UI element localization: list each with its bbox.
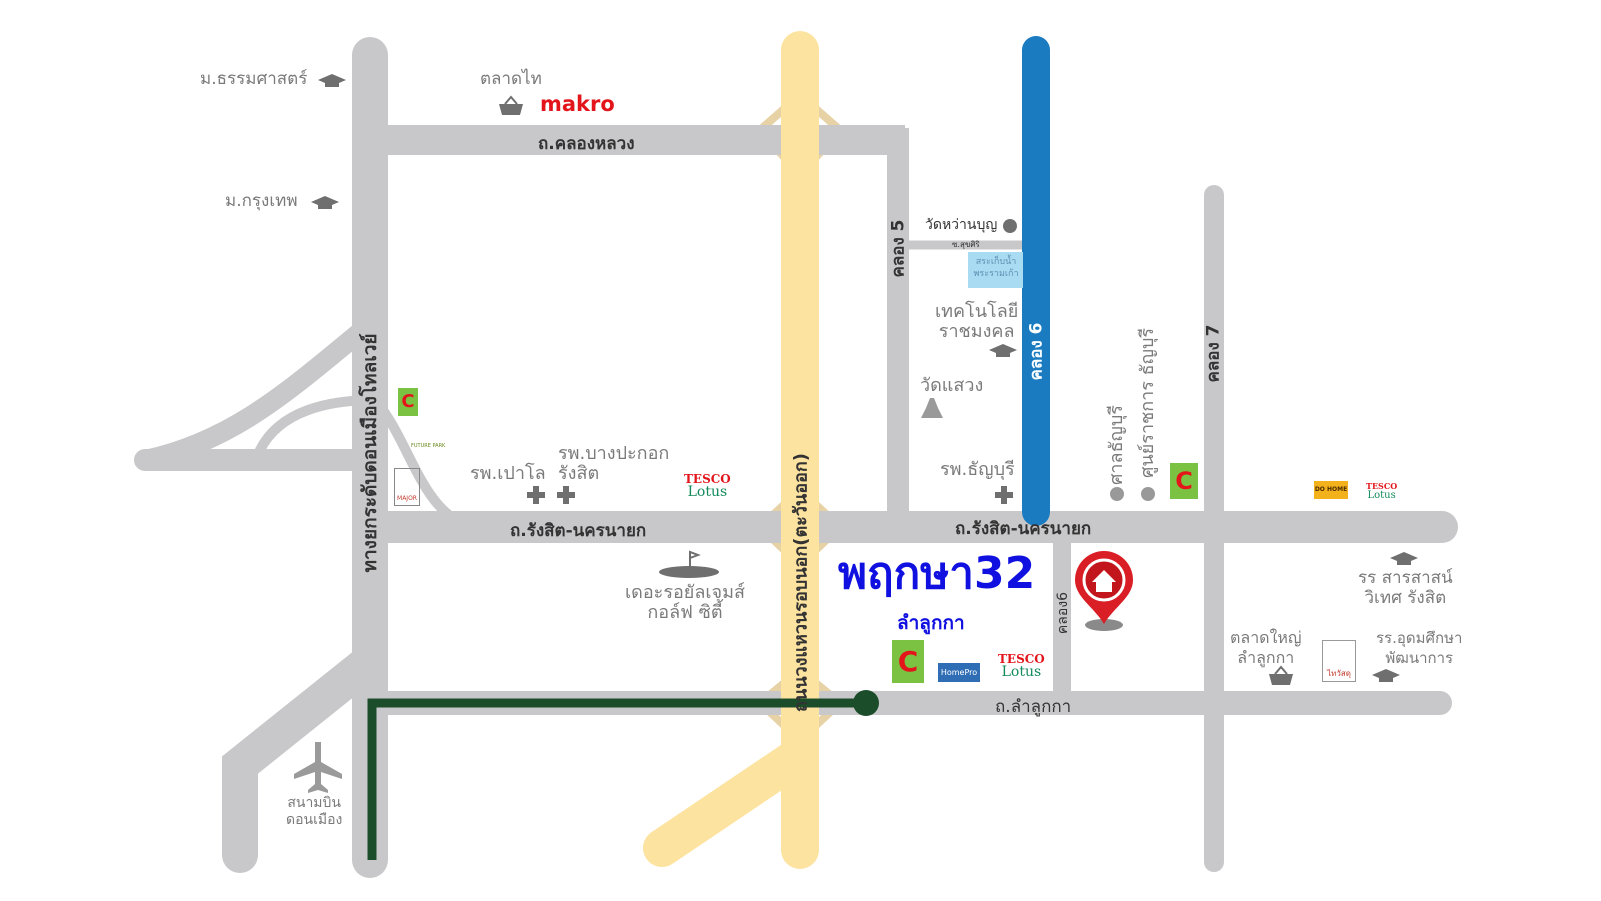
graduation-cap-icon bbox=[318, 74, 346, 87]
place-don-mueang-airport: สนามบิน ดอนเมือง bbox=[286, 795, 342, 829]
place-udom-line2: พัฒนาการ bbox=[1385, 649, 1454, 667]
future-park-logo: FUTURE PARK bbox=[411, 443, 446, 449]
graduation-cap-icon bbox=[989, 344, 1017, 357]
place-rmutt-line1: เทคโนโลยี bbox=[935, 301, 1019, 322]
bigc-logo: C bbox=[1170, 463, 1198, 499]
place-saraswat-line1: รร สารสาสน์ bbox=[1358, 568, 1453, 588]
route-end-dot bbox=[853, 690, 879, 716]
road-label-klong7: คลอง 7 bbox=[1203, 324, 1224, 383]
road-label-klong-luang: ถ.คลองหลวง bbox=[538, 134, 635, 154]
hospital-cross-icon bbox=[557, 486, 575, 504]
place-paolo-hospital: รพ.เปาโล bbox=[470, 463, 546, 484]
dot-icon bbox=[1110, 487, 1124, 501]
homepro-logo: HomePro bbox=[938, 663, 980, 682]
shopping-basket-icon bbox=[1269, 665, 1293, 685]
place-market-line1: ตลาดใหญ่ bbox=[1230, 628, 1302, 647]
road-label-soi-suksiri: ซ.สุขศิริ bbox=[952, 240, 980, 249]
west-curve-1 bbox=[135, 310, 385, 470]
dot-icon bbox=[1141, 487, 1155, 501]
dohome-logo: DO HOME bbox=[1314, 481, 1348, 499]
place-airport-line2: ดอนเมือง bbox=[286, 812, 343, 828]
road-label-klong5: คลอง 5 bbox=[888, 219, 909, 278]
place-rmutt: เทคโนโลยี ราชมงคล bbox=[935, 302, 1018, 342]
project-name: พฤกษา32 bbox=[838, 548, 1036, 599]
place-rmutt-line2: ราชมงคล bbox=[938, 321, 1015, 342]
road-label-rangsit-west: ถ.รังสิต-นครนายก bbox=[510, 521, 647, 541]
thaiwatsadu-logo: ไทวัสดุ bbox=[1322, 640, 1356, 682]
road-label-lamlukka: ถ.ลำลูกกา bbox=[995, 697, 1072, 717]
lotus-text: Lotus bbox=[1001, 664, 1042, 680]
road-label-ring-road: ถนนวงแหวนรอบนอก(ตะวันออก) bbox=[790, 453, 812, 712]
place-golf-line2: กอล์ฟ ซิตี้ bbox=[647, 602, 723, 623]
place-airport-line1: สนามบิน bbox=[287, 795, 341, 811]
golf-flag-icon bbox=[659, 550, 719, 578]
place-wat-saeng: วัดแสวง bbox=[920, 375, 984, 396]
place-thammasat: ม.ธรรมศาสตร์ bbox=[200, 69, 308, 89]
hospital-cross-icon bbox=[995, 486, 1013, 504]
water-reservoir bbox=[968, 252, 1023, 288]
place-golf-city: เดอะรอยัลเจมส์ กอล์ฟ ซิตี้ bbox=[625, 583, 745, 623]
road-label-klong6-small: คลอง6 bbox=[1055, 591, 1071, 635]
place-udom-suksa: รร.อุดมศึกษา พัฒนาการ bbox=[1376, 628, 1462, 668]
place-saraswat-line2: วิเทศ รังสิต bbox=[1364, 588, 1447, 608]
place-saraswat: รร สารสาสน์ วิเทศ รังสิต bbox=[1358, 568, 1453, 608]
graduation-cap-icon bbox=[311, 196, 339, 209]
west-curve-2 bbox=[255, 394, 475, 532]
tollway-diagonal bbox=[222, 647, 383, 873]
road-label-klong6: คลอง 6 bbox=[1026, 322, 1047, 381]
tesco-lotus-logo: TESCO Lotus bbox=[684, 472, 731, 500]
place-wat-hwan-bun: วัดหว่านบุญ bbox=[925, 217, 998, 233]
lotus-text: Lotus bbox=[687, 484, 728, 500]
graduation-cap-icon bbox=[1372, 669, 1400, 682]
major-logo: MAJOR bbox=[394, 468, 420, 506]
road-label-rangsit-east: ถ.รังสิต-นครนายก bbox=[955, 519, 1092, 539]
place-bangkok-university: ม.กรุงเทพ bbox=[225, 191, 298, 211]
place-bangpakok: รพ.บางปะกอก รังสิต bbox=[558, 444, 669, 484]
tesco-lotus-logo: TESCO Lotus bbox=[998, 652, 1045, 680]
place-water-reservoir: สระเก็บน้ำ พระรามเก้า bbox=[973, 257, 1019, 279]
place-talad-thai: ตลาดไท bbox=[480, 69, 542, 89]
place-udom-line1: รร.อุดมศึกษา bbox=[1376, 629, 1463, 647]
hospital-cross-icon bbox=[527, 486, 545, 504]
bigc-logo: C bbox=[892, 640, 924, 683]
place-bangpakok-line2: รังสิต bbox=[558, 463, 600, 484]
place-golf-line1: เดอะรอยัลเจมส์ bbox=[625, 582, 745, 603]
lotus-text: Lotus bbox=[1367, 490, 1396, 501]
project-area: ลำลูกกา bbox=[897, 612, 965, 634]
tesco-text: TESCO bbox=[998, 652, 1045, 666]
place-lamlukka-market: ตลาดใหญ่ ลำลูกกา bbox=[1230, 628, 1302, 668]
route-line bbox=[367, 698, 866, 860]
place-court: ศาลธัญบุรี bbox=[1106, 405, 1127, 485]
graduation-cap-icon bbox=[1390, 552, 1418, 565]
ring-road bbox=[643, 31, 819, 869]
shopping-basket-icon bbox=[499, 95, 523, 115]
dot-icon bbox=[1003, 219, 1017, 233]
road-label-tollway: ทางยกระดับดอนเมืองโทลเวย์ bbox=[359, 333, 381, 573]
tesco-lotus-logo: TESCO Lotus bbox=[1366, 481, 1398, 501]
temple-icon bbox=[921, 398, 943, 418]
place-bangpakok-line1: รพ.บางปะกอก bbox=[558, 443, 670, 464]
bigc-logo: C bbox=[398, 388, 418, 416]
tesco-text: TESCO bbox=[1366, 481, 1398, 491]
place-market-line2: ลำลูกกา bbox=[1237, 648, 1295, 667]
place-thanyaburi-hospital: รพ.ธัญบุรี bbox=[940, 459, 1015, 480]
airplane-icon bbox=[294, 742, 342, 793]
place-gov-center: ศูนย์ราชการ ธัญบุรี bbox=[1137, 327, 1158, 478]
home-pin-icon[interactable] bbox=[1075, 551, 1133, 631]
tesco-text: TESCO bbox=[684, 472, 731, 486]
makro-logo: makro bbox=[540, 92, 615, 116]
